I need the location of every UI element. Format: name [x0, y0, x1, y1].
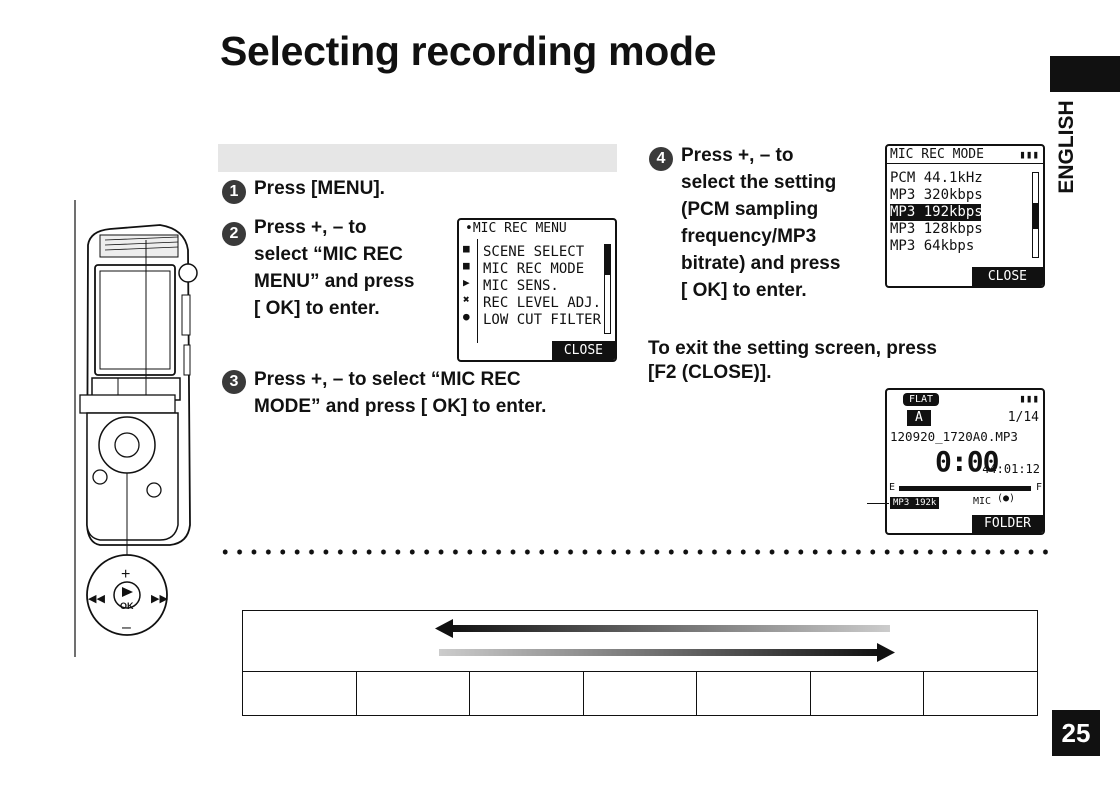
step-2-number: 2 — [222, 222, 246, 246]
fast-forward-icon: ▶▶ — [151, 593, 168, 605]
language-tab: ENGLISH — [1050, 92, 1084, 202]
table-cell — [584, 672, 698, 715]
screen-mode-title-row: MIC REC MODE ▮▮▮ — [887, 146, 1043, 164]
folder-button[interactable]: FOLDER — [972, 515, 1043, 533]
control-pad — [86, 554, 168, 636]
callout-line-format — [867, 503, 889, 504]
battery-icon: ▮▮▮ — [1019, 392, 1039, 405]
plus-label: + — [121, 566, 131, 583]
menu-dot-icon: • — [465, 221, 473, 236]
dotted-separator — [218, 548, 1048, 556]
mode-option-selected[interactable]: MP3 192kbps — [890, 204, 983, 221]
step-4-line-2: select the setting — [681, 172, 837, 193]
level-left-label: E — [889, 482, 896, 493]
step-1-number: 1 — [222, 180, 246, 204]
screen-menu-title: MIC REC MENU — [472, 221, 567, 236]
side-tab-block — [1050, 56, 1120, 92]
rewind-icon: ◀◀ — [88, 593, 105, 605]
menu-scrollbar — [604, 244, 611, 334]
ok-label: OK — [120, 601, 134, 611]
arrow-left-icon — [435, 619, 890, 638]
screen-menu-title-row: •MIC REC MENU — [459, 220, 615, 237]
mode-close-button[interactable]: CLOSE — [971, 267, 1043, 286]
battery-icon: ▮▮▮ — [1019, 148, 1039, 161]
table-cell — [924, 672, 1037, 715]
step-1-menu-key: [MENU] — [311, 178, 380, 199]
step-2-line-3: MENU” and press — [254, 271, 415, 292]
menu-icon-column: ■■▶✖● — [463, 242, 470, 323]
table-cell — [697, 672, 811, 715]
file-count: 1/14 — [1007, 410, 1039, 425]
arrow-right-icon — [439, 643, 895, 662]
page-title: Selecting recording mode — [220, 28, 717, 74]
step-1-text-a: Press — [254, 178, 312, 199]
file-name: 120920_1720A0.MP3 — [890, 429, 1018, 444]
table-cell — [357, 672, 471, 715]
mic-icon: (●) — [997, 493, 1016, 504]
menu-item[interactable]: MIC REC MODE — [483, 261, 585, 277]
level-right-label: F — [1035, 482, 1042, 493]
step-4-line-5: bitrate) and press — [681, 253, 841, 274]
step-4-line-1: Press +, – to — [681, 145, 794, 166]
step-1-text: Press [MENU]. — [254, 175, 385, 202]
flat-badge: FLAT — [903, 393, 940, 406]
mode-table-row — [243, 672, 1037, 715]
menu-item[interactable]: SCENE SELECT — [483, 244, 585, 260]
step-2-text: Press +, – to select “MIC REC MENU” and … — [254, 214, 414, 322]
mode-option[interactable]: MP3 64kbps — [890, 238, 975, 254]
step-2-line-4: [ OK] to enter. — [254, 298, 380, 319]
exit-note: To exit the setting screen, press [F2 (C… — [648, 337, 937, 385]
table-cell — [470, 672, 584, 715]
step-1-text-c: . — [379, 178, 385, 199]
mode-scrollbar — [1032, 172, 1039, 258]
section-header-bar — [218, 144, 617, 172]
mode-table — [242, 610, 1038, 716]
table-cell — [811, 672, 925, 715]
step-3-number: 3 — [222, 370, 246, 394]
remaining-time: 44:01:12 — [982, 462, 1040, 476]
format-badge: MP3 192k — [890, 497, 940, 509]
recorder-body — [79, 224, 198, 555]
step-3-line-2: MODE” and press [ OK] to enter. — [254, 396, 547, 417]
screen-mic-rec-menu: •MIC REC MENU ■■▶✖● SCENE SELECT MIC REC… — [457, 218, 617, 362]
step-4-line-3: (PCM sampling — [681, 199, 819, 220]
mode-option[interactable]: MP3 128kbps — [890, 221, 983, 237]
mode-table-header — [243, 611, 1037, 672]
mode-option[interactable]: PCM 44.1kHz — [890, 170, 983, 186]
step-4-line-4: frequency/MP3 — [681, 226, 817, 247]
exit-note-line-1: To exit the setting screen, press — [648, 338, 937, 359]
recorder-illustration — [74, 200, 198, 657]
elapsed-time: 0:00 — [935, 445, 999, 478]
menu-divider — [477, 239, 478, 343]
folder-letter: A — [907, 410, 931, 426]
screen-recorder-main: FLAT ▮▮▮ A 1/14 120920_1720A0.MP3 0:00 4… — [885, 388, 1045, 535]
step-4-number: 4 — [649, 147, 673, 171]
minus-label: – — [122, 619, 131, 636]
direction-arrows — [435, 619, 895, 662]
step-2-line-2: select “MIC REC — [254, 244, 403, 265]
mode-option[interactable]: MP3 320kbps — [890, 187, 983, 203]
menu-item[interactable]: MIC SENS. — [483, 278, 559, 294]
mic-label: MIC — [973, 496, 992, 507]
step-4-text: Press +, – to select the setting (PCM sa… — [681, 142, 840, 304]
step-2-line-1: Press +, – to — [254, 217, 367, 238]
menu-item[interactable]: LOW CUT FILTER — [483, 312, 602, 328]
exit-note-line-2: [F2 (CLOSE)]. — [648, 362, 772, 383]
table-cell — [243, 672, 357, 715]
language-tab-label: ENGLISH — [1055, 100, 1078, 194]
menu-close-button[interactable]: CLOSE — [551, 341, 615, 360]
step-3-text: Press +, – to select “MIC REC MODE” and … — [254, 366, 546, 420]
step-3-line-1: Press +, – to select “MIC REC — [254, 369, 521, 390]
page-number: 25 — [1052, 710, 1100, 756]
menu-item[interactable]: REC LEVEL ADJ. — [483, 295, 602, 311]
level-meter — [899, 486, 1031, 491]
step-4-line-6: [ OK] to enter. — [681, 280, 807, 301]
screen-mic-rec-mode: MIC REC MODE ▮▮▮ PCM 44.1kHz MP3 320kbps… — [885, 144, 1045, 288]
screen-mode-title: MIC REC MODE — [890, 147, 984, 162]
